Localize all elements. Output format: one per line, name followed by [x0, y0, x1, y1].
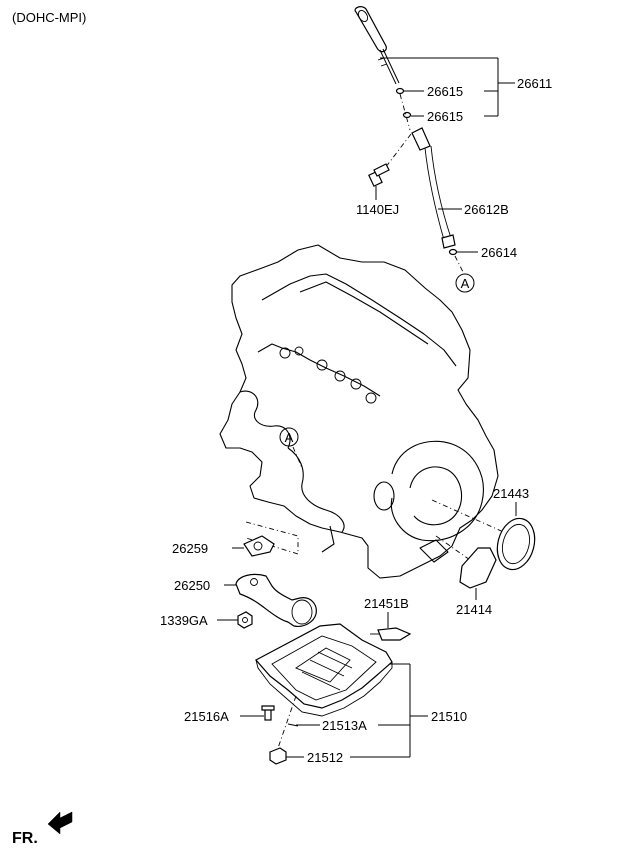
bolt-21516-illustration — [261, 705, 275, 721]
oil-strainer-illustration — [235, 573, 317, 627]
cover-plate-illustration — [459, 547, 497, 589]
reference-a-top-marker: A — [455, 273, 475, 293]
front-label: FR. — [12, 830, 38, 847]
dipstick-illustration — [354, 6, 412, 131]
drain-plug-illustration — [269, 747, 287, 765]
callout-21516A: 21516A — [184, 709, 229, 724]
callout-21414: 21414 — [456, 602, 492, 617]
bracket-21451-illustration — [370, 627, 412, 641]
oil-pan-illustration — [255, 623, 393, 749]
callout-21513A: 21513A — [322, 718, 367, 733]
callout-1140EJ: 1140EJ — [356, 202, 399, 217]
callout-26614: 26614 — [481, 245, 517, 260]
front-direction-marker: FR. — [12, 811, 73, 847]
gasket-21513-illustration — [287, 723, 299, 727]
reference-a-engine-marker: A — [279, 427, 303, 469]
callout-1339GA: 1339GA — [160, 613, 208, 628]
callout-26615-lower: 26615 — [427, 109, 463, 124]
callout-26612B: 26612B — [464, 202, 509, 217]
bolt-1140-illustration — [368, 163, 390, 187]
rear-seal-illustration — [496, 517, 536, 571]
front-arrow-icon — [47, 811, 73, 835]
callout-21451B: 21451B — [364, 596, 409, 611]
gasket-26259-illustration — [243, 521, 299, 557]
svg-text:A: A — [461, 276, 470, 291]
nut-1339-illustration — [237, 611, 253, 629]
leader-lines — [217, 57, 517, 758]
callout-26615-upper: 26615 — [427, 84, 463, 99]
callout-26259: 26259 — [172, 541, 208, 556]
guide-tube-illustration — [381, 127, 464, 273]
callout-21443: 21443 — [493, 486, 529, 501]
callout-26611: 26611 — [517, 76, 552, 91]
callout-21512: 21512 — [307, 750, 343, 765]
variant-label: (DOHC-MPI) — [12, 10, 86, 25]
engine-block-illustration — [219, 244, 509, 579]
callout-26250: 26250 — [174, 578, 210, 593]
callout-21510: 21510 — [431, 709, 467, 724]
svg-text:A: A — [285, 430, 294, 445]
